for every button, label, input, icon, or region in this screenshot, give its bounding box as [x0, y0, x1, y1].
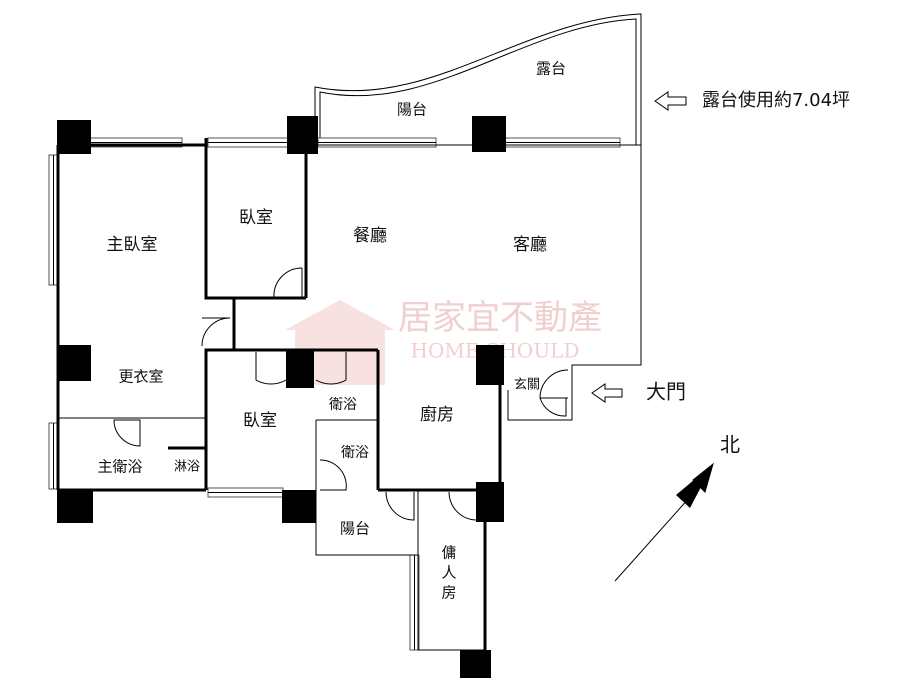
columns: [57, 116, 506, 678]
windows: [48, 137, 621, 651]
room-label-balcony-bottom: 陽台: [340, 520, 370, 538]
north-label: 北: [720, 433, 740, 457]
room-label-master-bath: 主衛浴: [97, 458, 142, 476]
room-label-dressing: 更衣室: [118, 368, 163, 386]
room-label-bath-lower: 衛浴: [341, 445, 369, 461]
left-arrow-icon: [591, 383, 623, 403]
maid-room-char-2: 人: [441, 564, 456, 582]
doors: [113, 267, 569, 521]
room-label-maid-room: 傭 人 房: [441, 544, 456, 602]
room-label-terrace: 露台: [536, 60, 566, 78]
room-label-living: 客廳: [513, 235, 547, 255]
north-arrow: 北: [614, 433, 740, 582]
room-label-master-bedroom: 主臥室: [107, 235, 158, 255]
maid-room-char-1: 傭: [441, 544, 456, 562]
terrace-note: 露台使用約7.04坪: [654, 90, 850, 111]
left-arrow-icon: [654, 91, 687, 111]
room-label-bath-upper: 衛浴: [329, 397, 357, 413]
room-label-dining: 餐廳: [353, 226, 387, 246]
room-label-balcony-top: 陽台: [397, 101, 427, 119]
room-label-bedroom-lower: 臥室: [243, 411, 277, 431]
watermark-brand: 居家宜不動產: [398, 298, 602, 338]
terrace-outline: [314, 13, 642, 145]
room-label-bedroom-upper: 臥室: [239, 208, 273, 228]
walls: [56, 138, 642, 651]
watermark: 居家宜不動產 HOME SHOULD: [285, 298, 602, 385]
entrance-marker: 大門: [591, 380, 686, 404]
entrance-label: 大門: [646, 380, 686, 404]
room-label-shower: 淋浴: [174, 460, 200, 475]
room-label-foyer: 玄關: [514, 378, 540, 393]
room-label-kitchen: 廚房: [420, 404, 454, 425]
terrace-note-text: 露台使用約7.04坪: [702, 90, 850, 111]
maid-room-char-3: 房: [441, 584, 456, 602]
